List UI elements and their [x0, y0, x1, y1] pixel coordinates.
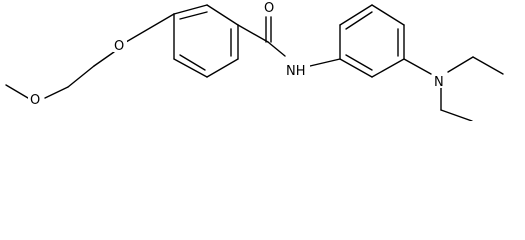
ring2-double-1	[345, 11, 373, 30]
ring1-bond-5	[173, 58, 208, 78]
carbonyl-oxygen-label: O	[264, 1, 274, 16]
methoxyethoxy-chain	[5, 13, 175, 99]
ring2-bond-2	[339, 4, 373, 26]
ch2-ch2-bond	[67, 65, 95, 88]
o-to-methyl-bond	[5, 84, 29, 99]
ring1-to-o-bond	[125, 13, 175, 43]
ch2-to-o-bond	[44, 86, 69, 99]
aniline-ring	[339, 4, 405, 78]
ring1-to-carbonyl-bond	[237, 24, 269, 43]
ring1-double-1	[179, 11, 208, 20]
diethylamino-nitrogen-label: N	[434, 75, 444, 90]
amide-group	[237, 16, 341, 67]
ring2-bond-3	[371, 4, 405, 26]
diethylamino-group	[403, 56, 504, 121]
o-to-ch2-bond	[93, 51, 115, 67]
carbonyl-to-nh-bond	[267, 41, 286, 57]
ring2-double-3	[345, 54, 373, 71]
nh-to-ring2-bond	[309, 58, 341, 67]
ethyl1-bond	[472, 56, 504, 75]
ring1-bond-1	[173, 4, 208, 15]
ring1-bond-4	[206, 58, 239, 78]
ring2-to-n-bond	[403, 58, 432, 75]
ring2-bond-6	[339, 58, 373, 78]
structure-diagram: O NH O O N	[5, 0, 504, 121]
n-to-ethyl1-bond	[447, 56, 474, 73]
ring2-bond-5	[371, 58, 405, 78]
ring1-double-3	[179, 54, 206, 71]
ring1-bond-2	[206, 4, 239, 26]
methoxy-oxygen-label: O	[30, 93, 40, 108]
atom-labels: O NH O O N	[28, 0, 446, 108]
ethyl2-bond	[440, 109, 473, 121]
benzamide-ring	[173, 4, 239, 78]
amide-nh-label: NH	[286, 64, 306, 79]
aryl-ether-oxygen-label: O	[114, 39, 124, 54]
